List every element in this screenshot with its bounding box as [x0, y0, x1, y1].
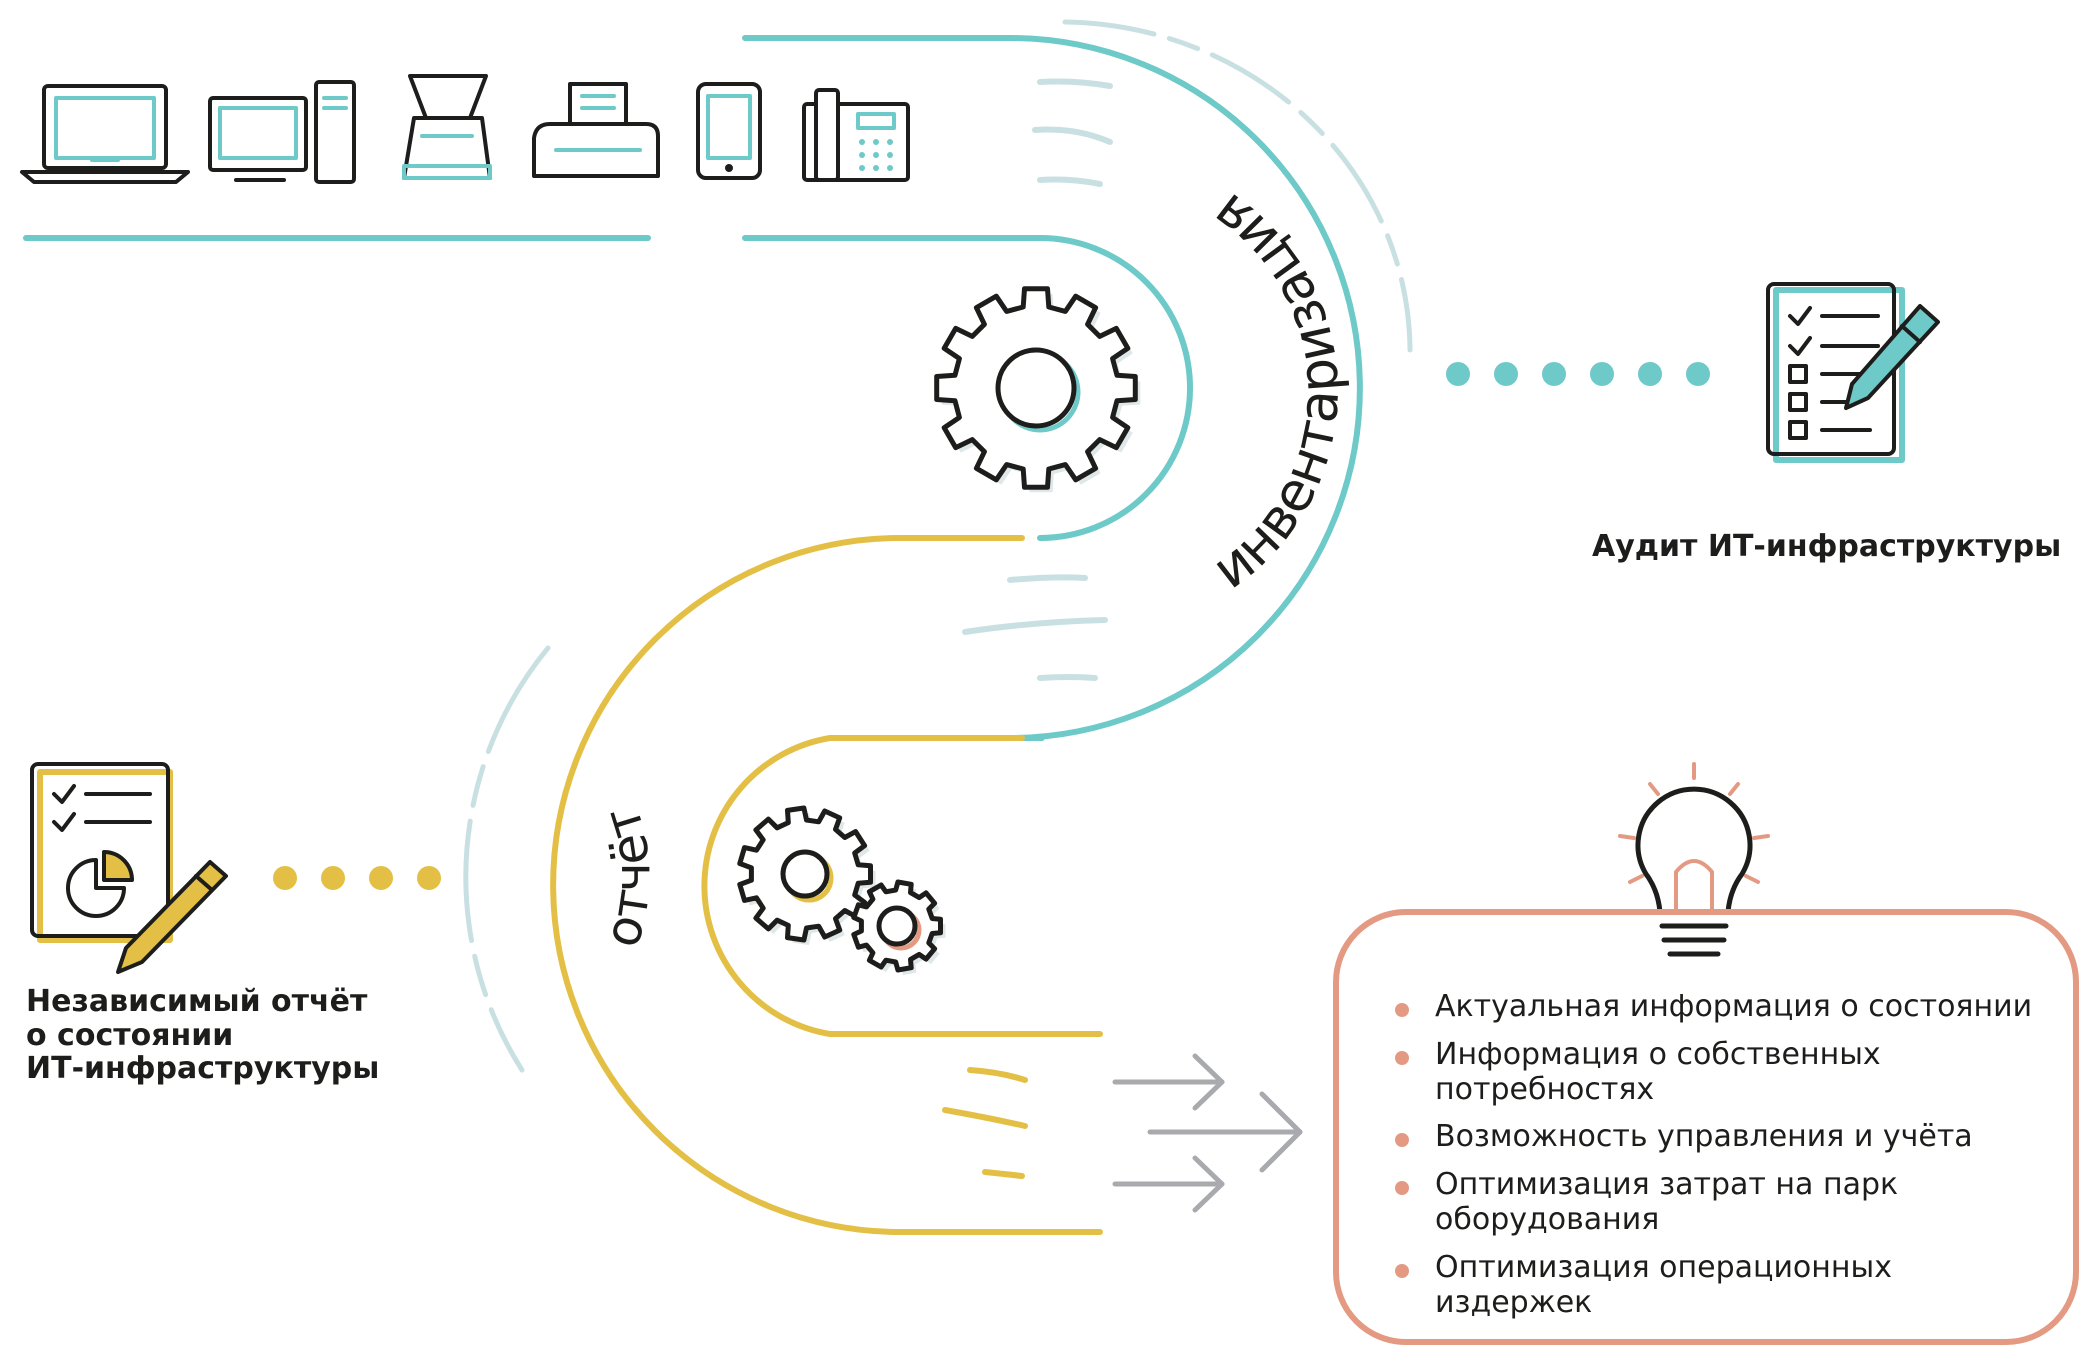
- gear-icon: [851, 879, 946, 975]
- scanner-icon: [402, 74, 492, 180]
- arrow-right-icon: [1147, 1091, 1303, 1173]
- office-phone-icon: [802, 88, 910, 182]
- outer-yellow-curve: [550, 535, 1103, 1235]
- inner-yellow-curve: [701, 735, 1103, 1037]
- benefit-item: Оптимизация операционных издержек: [1395, 1250, 2055, 1321]
- audit-dots: [1446, 362, 1710, 386]
- laptop-icon: [20, 84, 190, 184]
- report-pie-chart-icon: [30, 762, 228, 974]
- report-path: [463, 535, 1103, 1235]
- gear-icon: [934, 286, 1141, 493]
- report-label-line: Независимый отчёт: [26, 984, 368, 1019]
- arrow-right-icon: [1112, 1155, 1225, 1213]
- tablet-icon: [696, 82, 762, 180]
- desktop-computer-icon: [208, 80, 356, 184]
- speed-lines-top: [962, 78, 1113, 681]
- left-speed-arc: [463, 645, 551, 1073]
- benefits-box: [1333, 909, 2079, 1345]
- report-label: Независимый отчёт о состоянии ИТ-инфраст…: [26, 985, 379, 1086]
- benefit-item: Оптимизация затрат на парк оборудования: [1395, 1167, 2055, 1238]
- benefits-list: Актуальная информация о состоянии Информ…: [1395, 989, 2055, 1333]
- gear-icon: [737, 805, 876, 945]
- checklist-pen-icon: [1766, 282, 1940, 463]
- report-stage-label: отчёт: [592, 800, 661, 953]
- report-label-line: ИТ-инфраструктуры: [26, 1051, 380, 1087]
- arrow-right-icon: [1112, 1053, 1225, 1111]
- light-bulb-icon: [1618, 762, 1770, 957]
- benefit-item: Возможность управления и учёта: [1395, 1120, 2055, 1155]
- inventory-path: [23, 19, 1413, 741]
- report-label-line: о состоянии: [26, 1017, 234, 1053]
- audit-label: Аудит ИТ-инфраструктуры: [1592, 529, 2062, 564]
- benefit-item: Информация о собственных потребностях: [1395, 1037, 2055, 1108]
- outer-teal-curve: [742, 35, 1363, 741]
- speed-lines-bottom: [942, 1067, 1028, 1179]
- flow-arrows: [1112, 1053, 1303, 1213]
- inner-teal-curve: [742, 235, 1193, 541]
- report-dots: [273, 866, 441, 890]
- printer-icon: [532, 82, 660, 178]
- gears-group: [737, 286, 1141, 975]
- outer-speed-arc: [1062, 19, 1413, 353]
- benefit-item: Актуальная информация о состоянии: [1395, 989, 2055, 1025]
